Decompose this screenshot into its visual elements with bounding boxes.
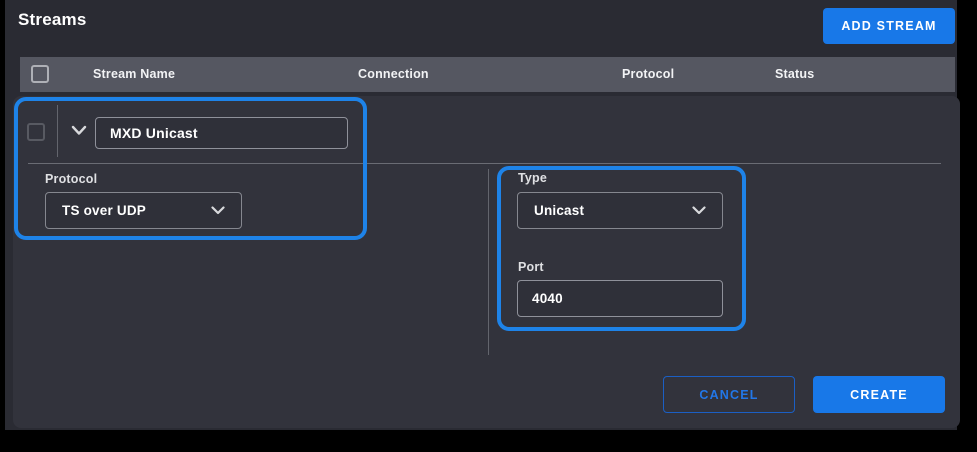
chevron-down-icon <box>211 206 225 215</box>
stream-editor-card: Protocol TS over UDP Type Unicast <box>13 96 960 428</box>
page-title: Streams <box>18 10 87 29</box>
port-label: Port <box>518 260 544 274</box>
table-header: Stream Name Connection Protocol Status <box>20 57 955 92</box>
form-divider-vertical <box>488 169 489 355</box>
stream-name-input[interactable] <box>95 117 348 149</box>
add-stream-button[interactable]: ADD STREAM <box>823 8 955 44</box>
row-divider-vertical <box>57 105 58 157</box>
row-divider-horizontal <box>28 163 941 164</box>
column-header-stream-name: Stream Name <box>93 67 176 81</box>
column-header-connection: Connection <box>358 67 429 81</box>
port-input[interactable] <box>517 280 723 317</box>
select-all-checkbox[interactable] <box>31 65 49 83</box>
type-value: Unicast <box>534 203 585 218</box>
chevron-down-icon[interactable] <box>71 125 87 136</box>
chevron-down-icon <box>692 206 706 215</box>
type-label: Type <box>518 171 548 185</box>
app-panel: Streams ADD STREAM Stream Name Connectio… <box>5 0 960 430</box>
column-header-status: Status <box>775 67 815 81</box>
protocol-value: TS over UDP <box>62 203 146 218</box>
type-select[interactable]: Unicast <box>517 192 723 229</box>
row-checkbox[interactable] <box>27 123 45 141</box>
cancel-button[interactable]: CANCEL <box>663 376 795 413</box>
protocol-label: Protocol <box>45 172 98 186</box>
create-button[interactable]: CREATE <box>813 376 945 413</box>
column-header-protocol: Protocol <box>622 67 675 81</box>
protocol-select[interactable]: TS over UDP <box>45 192 242 229</box>
